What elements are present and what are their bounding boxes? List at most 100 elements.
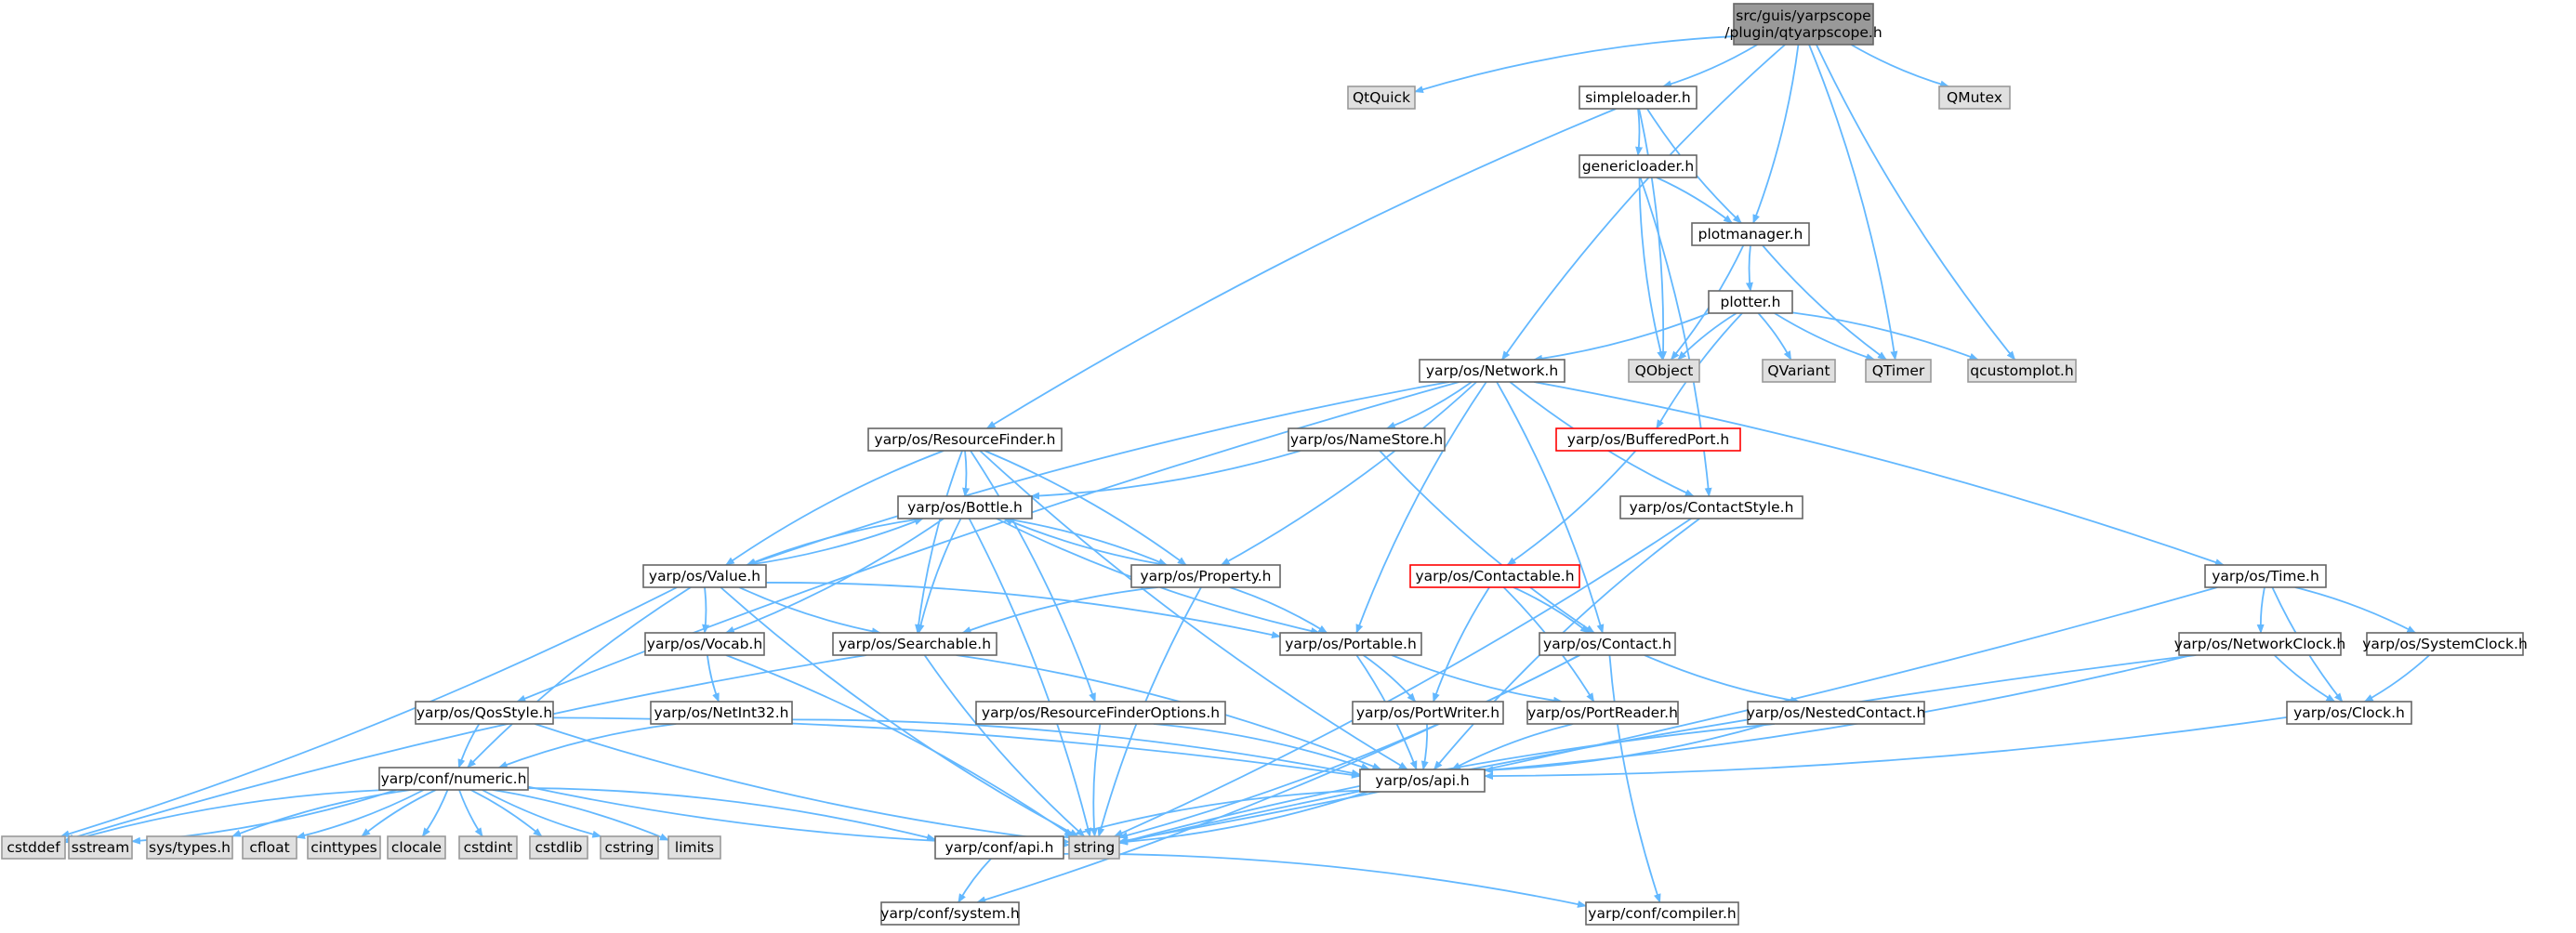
edge-root-to-qcustomplot	[1816, 44, 2016, 361]
node-qcustomplot: qcustomplot.h	[1967, 359, 2077, 383]
node-bufferedport-label: yarp/os/BufferedPort.h	[1567, 431, 1729, 448]
node-root-label: src/guis/yarpscope	[1736, 7, 1870, 24]
node-portable-box	[1279, 632, 1422, 656]
edge-contact-to-confsystem	[976, 654, 1581, 904]
node-qobject-box	[1628, 359, 1700, 383]
node-property-box	[1130, 564, 1281, 588]
node-value[interactable]: yarp/os/Value.h	[642, 564, 767, 588]
edge-simpleloader-to-resourcefinder	[985, 108, 1617, 429]
edge-resourcefinder-to-bottle	[962, 450, 971, 497]
node-confapi[interactable]: yarp/conf/api.h	[934, 835, 1064, 860]
node-bottle[interactable]: yarp/os/Bottle.h	[897, 495, 1033, 519]
node-portable[interactable]: yarp/os/Portable.h	[1279, 632, 1422, 656]
node-rfoptions[interactable]: yarp/os/ResourceFinderOptions.h	[975, 701, 1226, 725]
edge-property-to-searchable	[961, 586, 1158, 634]
node-cstdlib-label: cstdlib	[535, 839, 583, 856]
edge-network-to-contact	[1496, 381, 1605, 634]
node-confapi-box	[934, 835, 1064, 860]
node-portwriter-box	[1352, 701, 1504, 725]
node-qtquick-label: QtQuick	[1353, 89, 1410, 106]
node-searchable[interactable]: yarp/os/Searchable.h	[832, 632, 997, 656]
node-contactstyle[interactable]: yarp/os/ContactStyle.h	[1619, 495, 1803, 519]
node-cstddef-box	[1, 835, 66, 860]
node-contact[interactable]: yarp/os/Contact.h	[1539, 632, 1676, 656]
node-cinttypes: cinttypes	[307, 835, 381, 860]
node-networkclock[interactable]: yarp/os/NetworkClock.h	[2174, 632, 2345, 656]
node-root-label: /plugin/qtyarpscope.h	[1724, 24, 1882, 41]
edge-plotter-to-qcustomplot	[1791, 311, 1979, 361]
node-numeric[interactable]: yarp/conf/numeric.h	[378, 767, 529, 791]
edge-value-to-numeric	[467, 586, 692, 769]
node-network-label: yarp/os/Network.h	[1426, 362, 1558, 379]
node-network[interactable]: yarp/os/Network.h	[1419, 359, 1565, 383]
edge-root-to-qmutex	[1850, 44, 1950, 88]
node-clock[interactable]: yarp/os/Clock.h	[2286, 701, 2412, 725]
edge-confapi-to-confsystem	[958, 858, 992, 903]
node-qosstyle[interactable]: yarp/os/QosStyle.h	[415, 701, 554, 725]
node-time-box	[2204, 564, 2327, 588]
node-portreader[interactable]: yarp/os/PortReader.h	[1526, 701, 1679, 725]
edge-numeric-to-cstdint	[458, 789, 483, 837]
node-qtimer-label: QTimer	[1872, 362, 1925, 379]
edge-searchable-to-osapi	[956, 654, 1382, 770]
edge-networkclock-to-string	[1118, 654, 2197, 846]
edge-namestore-to-contact	[1379, 450, 1595, 634]
node-property[interactable]: yarp/os/Property.h	[1130, 564, 1281, 588]
node-cinttypes-box	[307, 835, 381, 860]
edge-bufferedport-to-contactable	[1506, 450, 1637, 566]
node-namestore[interactable]: yarp/os/NameStore.h	[1288, 427, 1446, 452]
node-qvariant: QVariant	[1762, 359, 1836, 383]
node-portwriter[interactable]: yarp/os/PortWriter.h	[1352, 701, 1504, 725]
edge-rfoptions-to-osapi	[1153, 723, 1371, 770]
edge-bottle-to-value	[746, 518, 923, 566]
node-cfloat: cfloat	[242, 835, 297, 860]
node-clock-box	[2286, 701, 2412, 725]
node-clocale: clocale	[387, 835, 446, 860]
node-confsystem[interactable]: yarp/conf/system.h	[880, 901, 1020, 926]
edge-numeric-to-cfloat	[296, 789, 425, 839]
node-genericloader[interactable]: genericloader.h	[1579, 154, 1698, 178]
node-portwriter-label: yarp/os/PortWriter.h	[1356, 704, 1499, 721]
node-bottle-label: yarp/os/Bottle.h	[907, 499, 1023, 516]
node-qmutex: QMutex	[1938, 85, 2011, 110]
edge-searchable-to-string	[923, 654, 1086, 837]
node-plotter[interactable]: plotter.h	[1708, 290, 1793, 314]
node-osapi[interactable]: yarp/os/api.h	[1359, 769, 1486, 793]
node-cstdint: cstdint	[458, 835, 518, 860]
node-genericloader-label: genericloader.h	[1582, 158, 1694, 175]
node-contactable-label: yarp/os/Contactable.h	[1415, 568, 1574, 585]
node-confcompiler-label: yarp/conf/compiler.h	[1588, 905, 1736, 922]
node-clocale-label: clocale	[391, 839, 442, 856]
edge-network-to-portable	[1355, 381, 1487, 634]
edge-plotter-to-qvariant	[1757, 312, 1792, 361]
node-systemclock-box	[2366, 632, 2524, 656]
edge-root-to-simpleloader	[1662, 44, 1758, 88]
node-contactable[interactable]: yarp/os/Contactable.h	[1409, 564, 1580, 588]
edge-numeric-to-clocale	[421, 789, 449, 837]
edge-value-to-searchable	[738, 586, 881, 636]
node-qtquick-box	[1347, 85, 1416, 110]
node-rfoptions-label: yarp/os/ResourceFinderOptions.h	[982, 704, 1220, 721]
node-bufferedport[interactable]: yarp/os/BufferedPort.h	[1555, 427, 1741, 452]
edge-property-to-bottle	[1003, 518, 1168, 566]
edge-qosstyle-to-osapi	[552, 716, 1361, 779]
edge-portreader-to-osapi	[1451, 723, 1574, 770]
node-systemclock[interactable]: yarp/os/SystemClock.h	[2362, 632, 2528, 656]
node-plotmanager[interactable]: plotmanager.h	[1691, 222, 1810, 246]
node-resourcefinder[interactable]: yarp/os/ResourceFinder.h	[867, 427, 1063, 452]
node-systypes-box	[146, 835, 233, 860]
node-nestedcontact-label: yarp/os/NestedContact.h	[1747, 704, 1926, 721]
node-root[interactable]: src/guis/yarpscope/plugin/qtyarpscope.h	[1724, 3, 1882, 46]
node-time[interactable]: yarp/os/Time.h	[2204, 564, 2327, 588]
node-cstring: cstring	[600, 835, 659, 860]
edge-resourcefinder-to-property	[984, 450, 1187, 566]
node-vocab[interactable]: yarp/os/Vocab.h	[644, 632, 765, 656]
node-contactable-box	[1409, 564, 1580, 588]
node-simpleloader[interactable]: simpleloader.h	[1579, 85, 1698, 110]
edges-layer	[59, 35, 2430, 908]
node-netint32[interactable]: yarp/os/NetInt32.h	[650, 701, 793, 725]
node-nestedcontact[interactable]: yarp/os/NestedContact.h	[1747, 701, 1926, 725]
edge-namestore-to-bottle	[1030, 450, 1301, 500]
node-confcompiler[interactable]: yarp/conf/compiler.h	[1585, 901, 1739, 926]
node-qobject: QObject	[1628, 359, 1700, 383]
